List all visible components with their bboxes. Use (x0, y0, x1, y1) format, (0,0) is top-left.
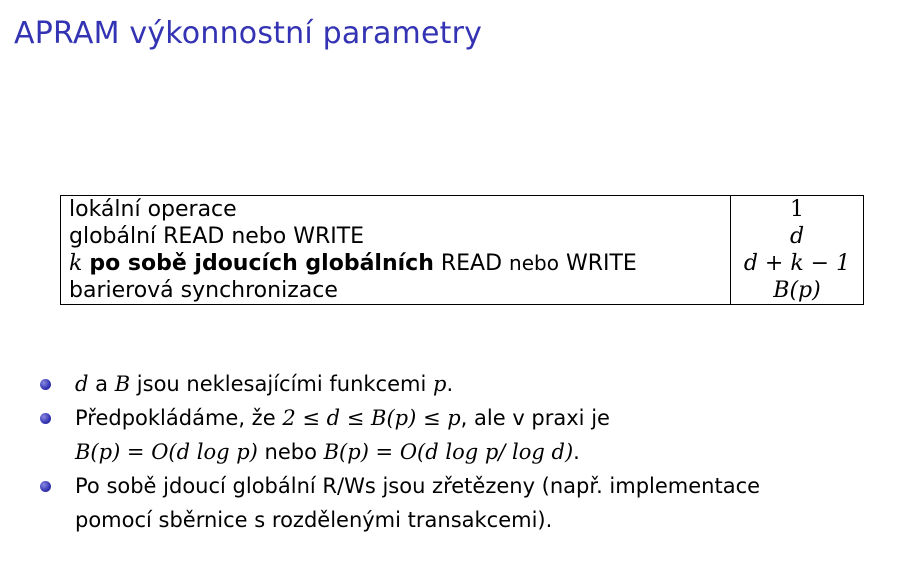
operation-cell: barierová synchronizace (69, 278, 338, 303)
table-row: lokální operace 1 (61, 195, 864, 223)
cost-cell: d + k − 1 (730, 250, 864, 277)
bullet-list: d a B jsou neklesajícími funkcemi p. Pře… (40, 367, 760, 537)
slide-title: APRAM výkonnostní parametry (14, 16, 483, 51)
bullet-icon (40, 413, 51, 424)
performance-table: lokální operace 1 globální READ nebo WRI… (60, 195, 864, 305)
table-row: globální READ nebo WRITE d (61, 223, 864, 250)
operation-cell: globální READ nebo WRITE (69, 224, 365, 249)
operation-cell: k po sobě jdoucích globálních READ nebo … (69, 251, 637, 276)
list-item: Předpokládáme, že 2 ≤ d ≤ B(p) ≤ p, ale … (40, 401, 760, 469)
table-row: k po sobě jdoucích globálních READ nebo … (61, 250, 864, 277)
cost-cell: 1 (730, 195, 864, 223)
operation-cell: lokální operace (69, 197, 237, 222)
list-item: Po sobě jdoucí globální R/Ws jsou zřetěz… (40, 469, 760, 537)
list-item: d a B jsou neklesajícími funkcemi p. (40, 367, 760, 401)
table-row: barierová synchronizace B(p) (61, 277, 864, 305)
bullet-icon (40, 481, 51, 492)
bullet-icon (40, 379, 51, 390)
cost-cell: B(p) (730, 277, 864, 305)
cost-cell: d (730, 223, 864, 250)
